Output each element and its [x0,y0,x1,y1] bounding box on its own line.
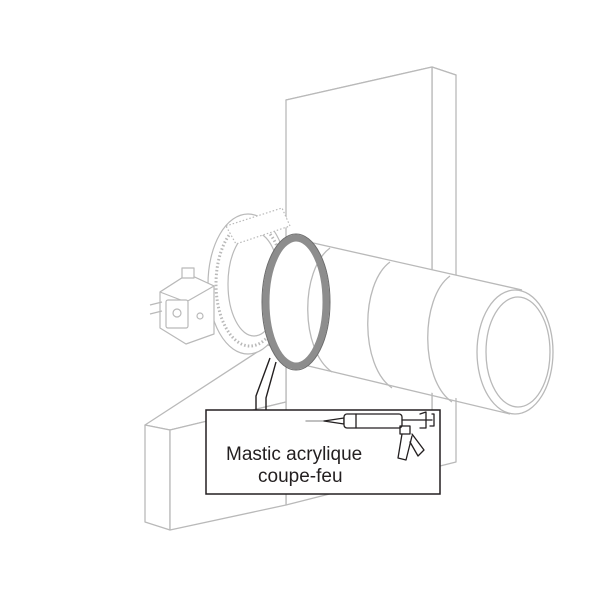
mechanism-pin-2 [149,310,163,315]
gun-frame-body [399,425,411,435]
flange-top-band [225,207,291,245]
duct-bottom-edge [299,363,511,415]
sealant-ring-outer [262,234,330,370]
mechanism-knob [181,267,195,279]
wall-side-face [431,66,457,469]
mechanism-bolt [196,312,204,320]
duct [265,239,554,415]
callout-box: Mastic acrylique coupe-feu [205,409,441,495]
damper-mechanism [149,267,215,345]
gun-handle [397,433,413,461]
sealant-band [261,233,331,371]
gun-trigger [409,433,425,457]
gun-tube [343,413,403,429]
floor-slab-front [144,424,171,531]
duct-body [300,240,520,412]
duct-top-edge [299,239,523,291]
mechanism-pin-1 [149,301,163,306]
leader-line-1 [255,357,271,410]
gun-rod-hook [429,413,435,427]
leader-line-2 [265,361,277,410]
mechanism-screw [172,308,182,318]
callout-label-line-1: Mastic acrylique [226,444,362,465]
gun-rod-handle [419,411,427,429]
duct-seam-3 [427,275,453,403]
mechanism-top [159,273,215,303]
callout-label-line-2: coupe-feu [258,466,343,487]
sealant-ring-edge [261,233,331,371]
caulking-gun-icon [305,411,435,461]
callout-leaders [255,357,277,410]
duct-seam-2 [367,261,393,389]
duct-front-opening-inner [485,296,551,408]
